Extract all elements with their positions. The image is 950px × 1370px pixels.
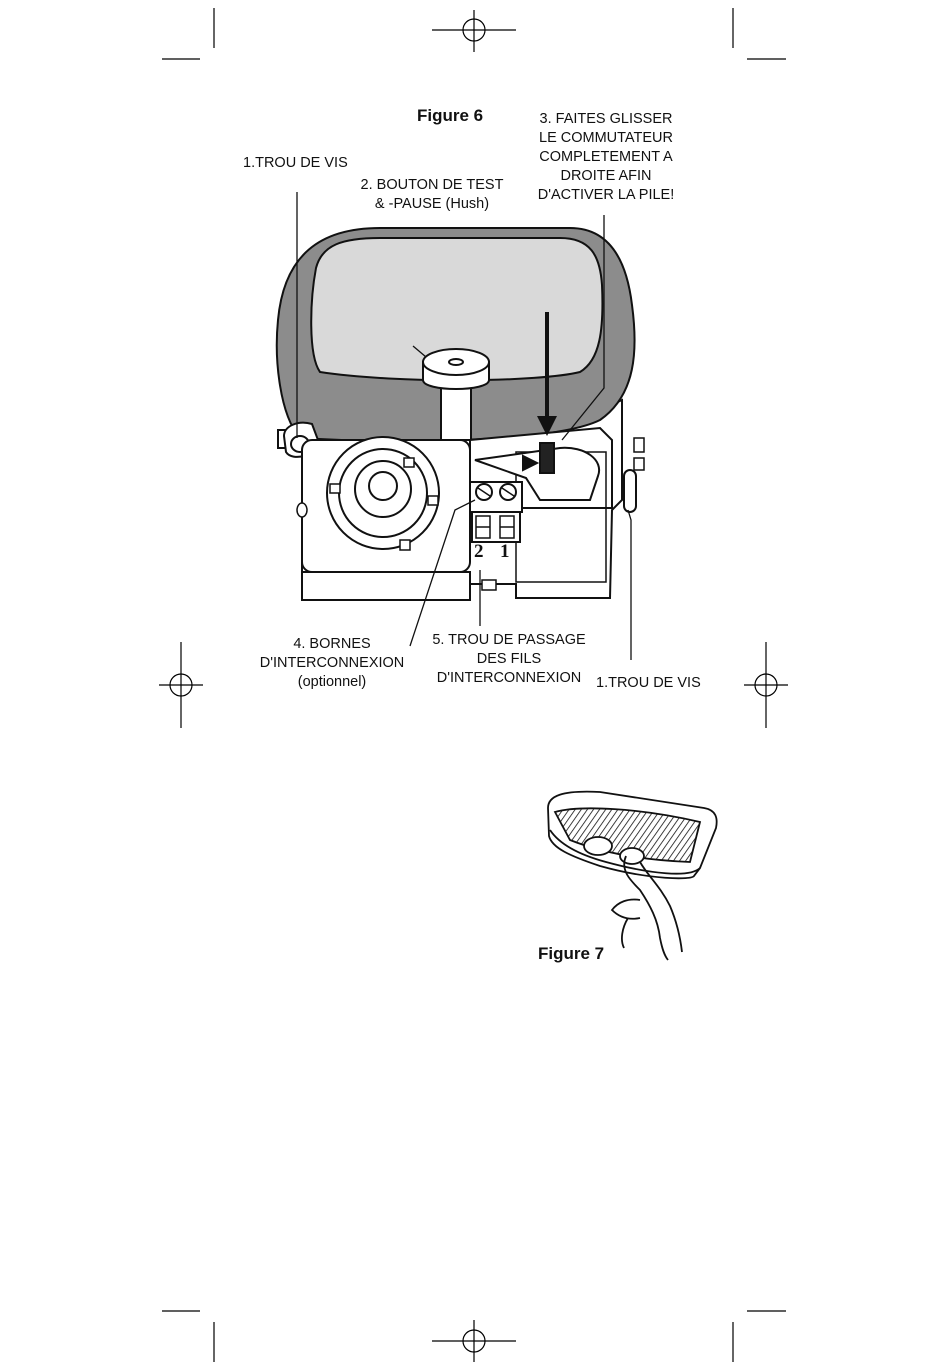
- smoke-alarm-press-illustration: [548, 792, 717, 960]
- figure6-title: Figure 6: [417, 106, 483, 126]
- registration-mark-top: [432, 10, 516, 52]
- label-test-button: 2. BOUTON DE TEST & -PAUSE (Hush): [352, 176, 512, 214]
- label-screw-hole-right: 1.TROU DE VIS: [596, 674, 701, 693]
- label-screw-hole-left: 1.TROU DE VIS: [243, 154, 348, 173]
- terminal-number-2: 2: [474, 541, 484, 562]
- label-battery-switch: 3. FAITES GLISSER LE COMMUTATEUR COMPLET…: [528, 110, 684, 205]
- label-wire-passage-hole: 5. TROU DE PASSAGE DES FILS D'INTERCONNE…: [424, 631, 594, 688]
- registration-mark-right: [744, 642, 788, 728]
- registration-mark-bottom: [432, 1320, 516, 1362]
- terminal-number-1: 1: [500, 541, 510, 562]
- registration-mark-left: [159, 642, 203, 728]
- label-interconnect-terminals: 4. BORNES D'INTERCONNEXION (optionnel): [252, 635, 412, 692]
- alarm-device-illustration: [277, 228, 644, 600]
- figure7-title: Figure 7: [538, 944, 604, 964]
